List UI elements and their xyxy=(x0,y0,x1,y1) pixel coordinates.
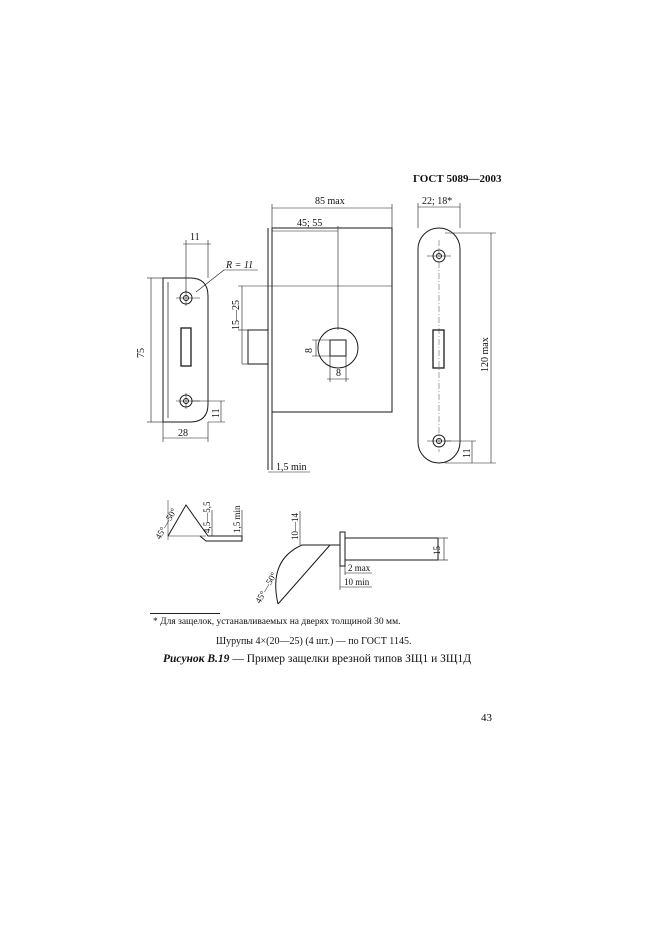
page-number: 43 xyxy=(481,712,492,724)
strike-plate xyxy=(147,240,258,442)
latch-body xyxy=(238,204,393,473)
dim-bolt-size: 15 xyxy=(432,546,442,556)
caption-text: — Пример защелки врезной типов ЗЩ1 и ЗЩ1… xyxy=(229,653,472,665)
dim-latch-projection: 15—25 xyxy=(231,300,242,330)
dim-angle-2: 45°—50° xyxy=(253,570,279,605)
dim-gap: 2 max xyxy=(348,563,371,573)
screws-note: Шурупы 4×(20—25) (4 шт.) — по ГОСТ 1145. xyxy=(216,636,412,647)
dim-overall-width: 85 max xyxy=(315,196,345,207)
footnote-rule xyxy=(150,613,220,614)
dim-thickness-1: 1,5 min xyxy=(232,505,242,533)
dim-square-horizontal: 8 xyxy=(336,368,341,379)
dim-strike-offset: 11 xyxy=(211,408,222,418)
dim-radius: R = 11 xyxy=(225,260,253,271)
dim-bolt-height-1: 4,5—5,5 xyxy=(202,501,212,533)
dim-strike-height: 75 xyxy=(136,348,147,358)
dim-faceplate-thickness: 1,5 min xyxy=(276,462,307,473)
dim-faceplate-offset: 11 xyxy=(462,448,473,458)
standard-header: ГОСТ 5089—2003 xyxy=(413,173,502,185)
dim-bolt-height-2: 10—14 xyxy=(290,513,300,541)
dim-strike-width: 28 xyxy=(178,428,188,439)
faceplate xyxy=(417,203,496,464)
dim-depth: 10 min xyxy=(344,577,370,587)
dim-backset: 45; 55 xyxy=(297,218,322,229)
dim-strike-top: 11 xyxy=(190,232,200,243)
caption-label: Рисунок В.19 xyxy=(163,653,230,665)
bolt-profile-2 xyxy=(275,511,448,605)
footnote: * Для защелок, устанавливаемых на дверях… xyxy=(153,617,401,627)
dim-faceplate-width: 22; 18* xyxy=(422,196,452,207)
figure-caption: Рисунок В.19 — Пример защелки врезной ти… xyxy=(163,653,471,665)
dim-faceplate-height: 120 max xyxy=(480,337,491,372)
bolt-profile-1 xyxy=(167,500,243,542)
dim-square-vertical: 8 xyxy=(304,348,315,353)
